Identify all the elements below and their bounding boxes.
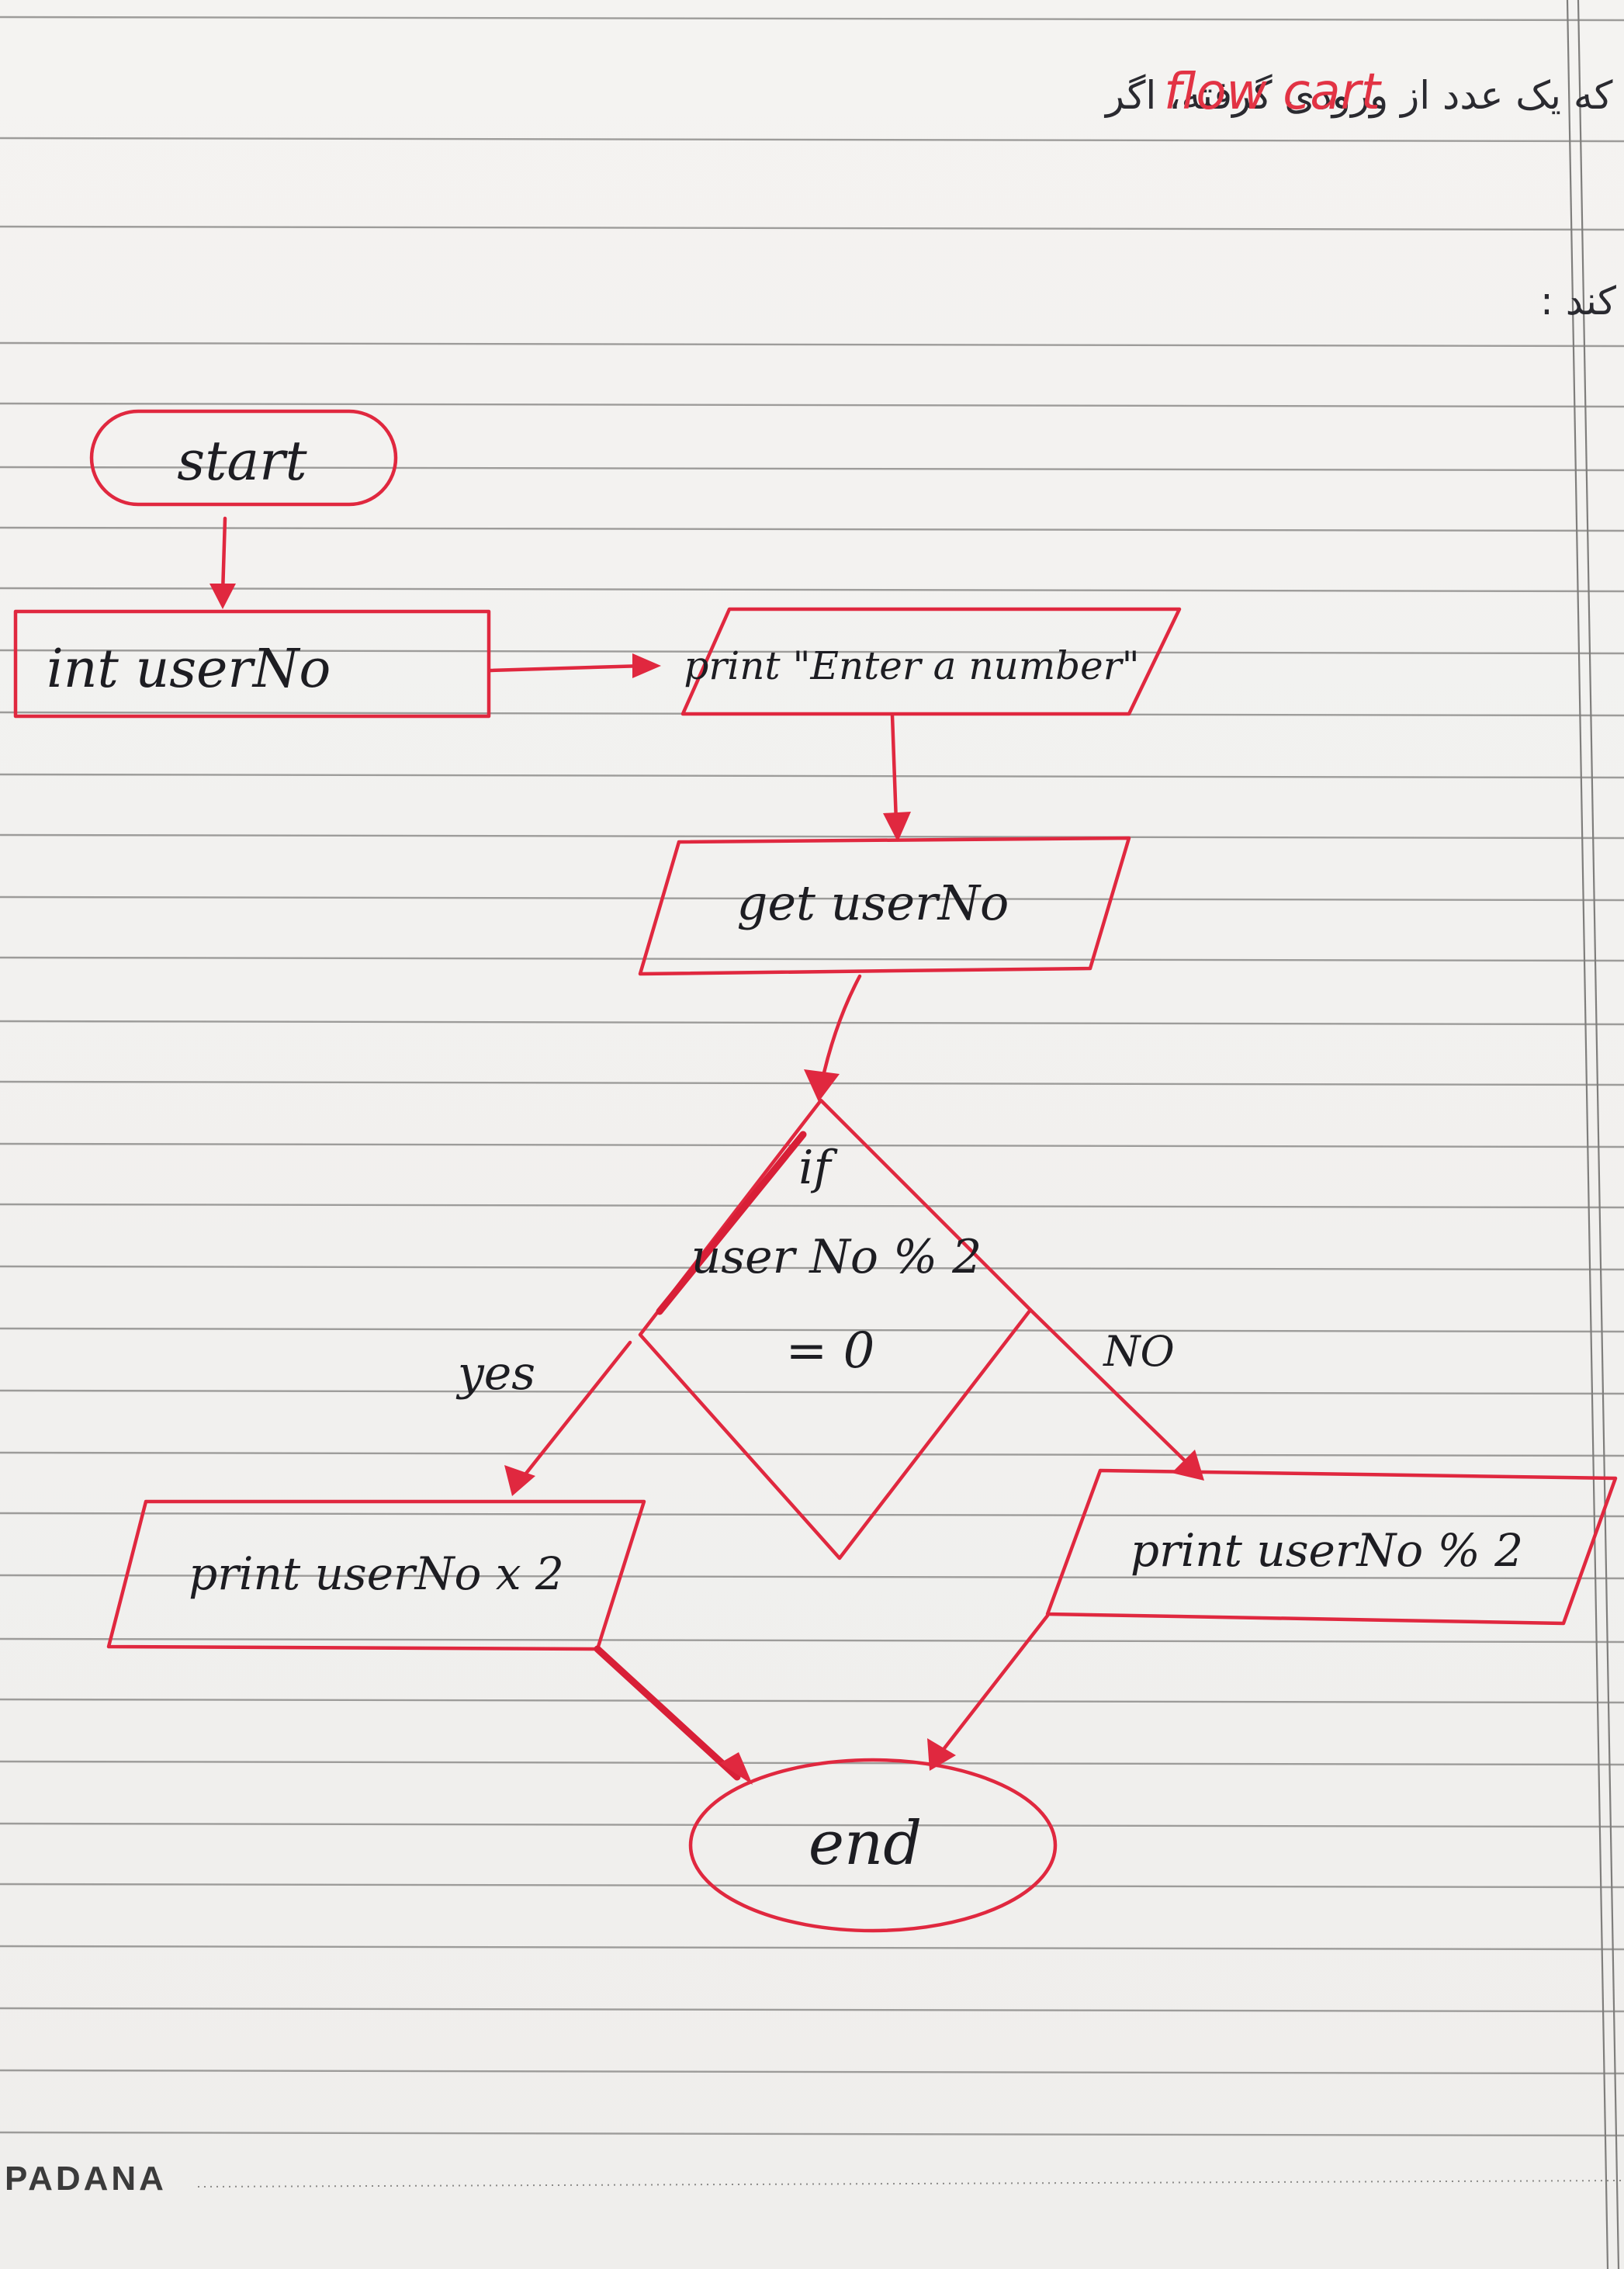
ruled-lines bbox=[0, 16, 1624, 2137]
header-line1: برنامه ای را رسم کنید که یک عدد از ورودی… bbox=[1103, 73, 1624, 119]
prompt-label: print "Enter a number" bbox=[684, 643, 1139, 688]
arrow-yes-to-end bbox=[594, 1645, 753, 1785]
yes-output-box: print userNo x 2 bbox=[106, 1499, 646, 1651]
header: برنامه ای را رسم کنید که یک عدد از ورودی… bbox=[1103, 64, 1624, 324]
no-output-box: print userNo % 2 bbox=[1045, 1468, 1618, 1626]
arrow-prompt-to-input bbox=[883, 713, 911, 842]
yes-label: yes bbox=[455, 1346, 535, 1401]
declare-box: int userNo bbox=[13, 609, 491, 719]
end-terminator bbox=[688, 1758, 1058, 1933]
header-line2: زوج بود آن را ۲ برابر و اگر فرد بود نصف … bbox=[1540, 278, 1624, 324]
decision-line3: = 0 bbox=[786, 1322, 875, 1380]
no-output-label: print userNo % 2 bbox=[1131, 1524, 1523, 1577]
arrow-start-to-declare bbox=[209, 516, 236, 609]
decision-line1: if bbox=[798, 1141, 838, 1195]
declare-label: int userNo bbox=[47, 639, 331, 700]
decision-line2: user No % 2 bbox=[691, 1230, 982, 1284]
end-label: end bbox=[809, 1809, 922, 1879]
no-label: NO bbox=[1102, 1327, 1175, 1376]
start-label: start bbox=[177, 429, 307, 493]
brand-logo: PADANA bbox=[5, 2160, 167, 2198]
prompt-box: print "Enter a number" bbox=[680, 607, 1182, 716]
arrow-declare-to-prompt bbox=[488, 653, 661, 678]
yes-output-label: print userNo x 2 bbox=[189, 1547, 564, 1600]
arrow-input-to-decision bbox=[804, 974, 862, 1102]
start-terminator: start bbox=[89, 409, 398, 507]
header-title: flow cart bbox=[1164, 64, 1383, 121]
input-label: get userNo bbox=[737, 875, 1009, 931]
yes-branch: yes bbox=[455, 1340, 632, 1496]
right-margin bbox=[1566, 0, 1620, 2269]
arrow-no-to-end bbox=[927, 1613, 1050, 1771]
input-box: get userNo bbox=[638, 836, 1131, 976]
footer: PADANA bbox=[5, 2160, 1624, 2198]
